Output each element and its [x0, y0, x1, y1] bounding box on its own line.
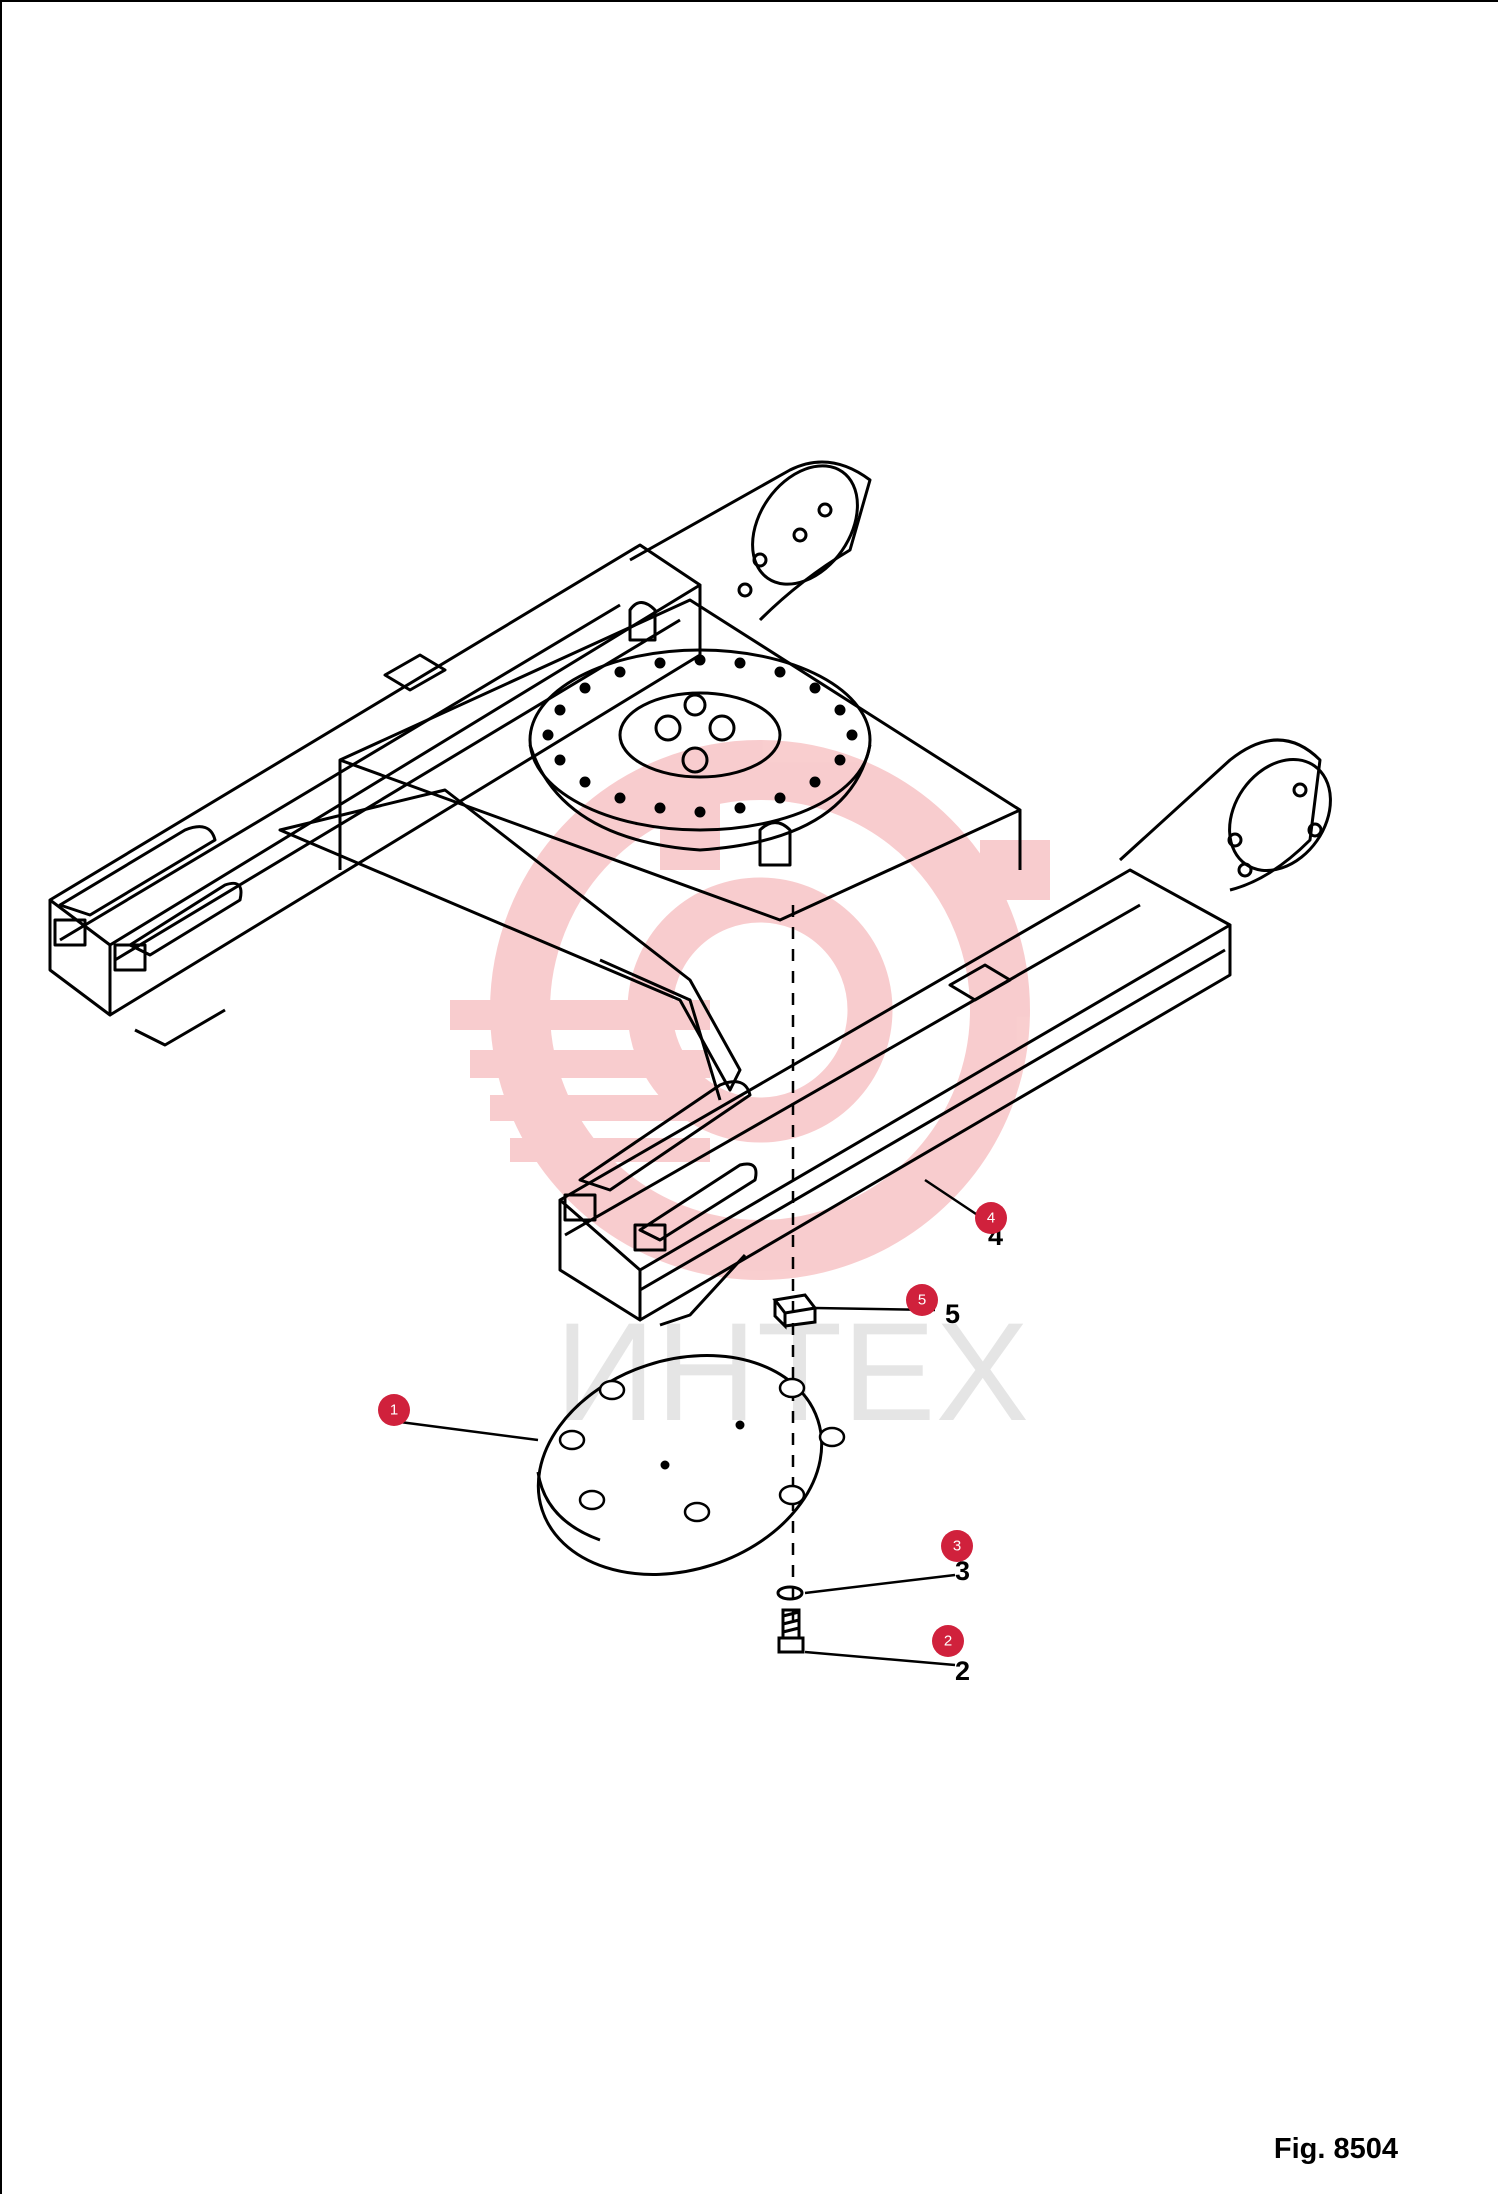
callout-badge-3[interactable]: 3: [941, 1530, 973, 1562]
washer: [776, 1585, 804, 1601]
bolt: [777, 1608, 805, 1654]
svg-text:2: 2: [944, 1633, 952, 1650]
track-frame: [48, 460, 1332, 1327]
flange-bolt-holes: [542, 654, 858, 818]
callout-badge-1[interactable]: 1: [378, 1394, 410, 1426]
callout-badge-4[interactable]: 4: [975, 1202, 1007, 1234]
cover-plate: [536, 1354, 846, 1576]
svg-text:5: 5: [918, 1292, 926, 1309]
part-number-2: 2: [955, 1656, 970, 1686]
callout-badge-5[interactable]: 5: [906, 1284, 938, 1316]
callout-badge-2[interactable]: 2: [932, 1625, 964, 1657]
svg-text:4: 4: [987, 1210, 995, 1227]
part-number-3: 3: [955, 1556, 970, 1586]
figure-label: Fig. 8504: [1273, 2133, 1398, 2165]
svg-text:3: 3: [953, 1538, 961, 1555]
part-number-5: 5: [945, 1299, 960, 1329]
svg-text:1: 1: [390, 1402, 398, 1419]
